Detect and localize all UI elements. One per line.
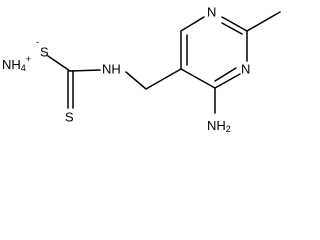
bond-c-n bbox=[69, 69, 101, 72]
amide-nh-label: NH bbox=[102, 61, 121, 76]
bond-n-ch2 bbox=[125, 71, 147, 90]
bond-n3-c4-inner bbox=[214, 67, 237, 82]
bond-c4-c5 bbox=[180, 68, 216, 89]
ring-n-top-label: N bbox=[207, 4, 216, 19]
thione-s-label: S bbox=[65, 109, 74, 124]
bond-c2-methyl bbox=[246, 11, 281, 32]
bond-ch2-ring bbox=[145, 68, 182, 90]
bonds bbox=[47, 11, 281, 114]
atom-labels: NH4+ - S S NH N N NH2 bbox=[2, 4, 250, 134]
bond-c6-n1 bbox=[180, 16, 205, 32]
ammonium-label: NH4+ bbox=[2, 54, 31, 73]
bond-n3-c4 bbox=[214, 73, 241, 89]
amino-label: NH2 bbox=[207, 118, 231, 134]
chemical-structure: NH4+ - S S NH N N NH2 bbox=[2, 4, 281, 134]
bond-n1-c2 bbox=[221, 16, 248, 32]
bond-n1-c2-inner bbox=[221, 22, 243, 35]
bond-c-s-single bbox=[47, 55, 71, 72]
thiolate-s-label: S bbox=[40, 44, 49, 59]
ring-n-bottom-label: N bbox=[241, 61, 250, 76]
thiolate-charge: - bbox=[36, 37, 39, 47]
